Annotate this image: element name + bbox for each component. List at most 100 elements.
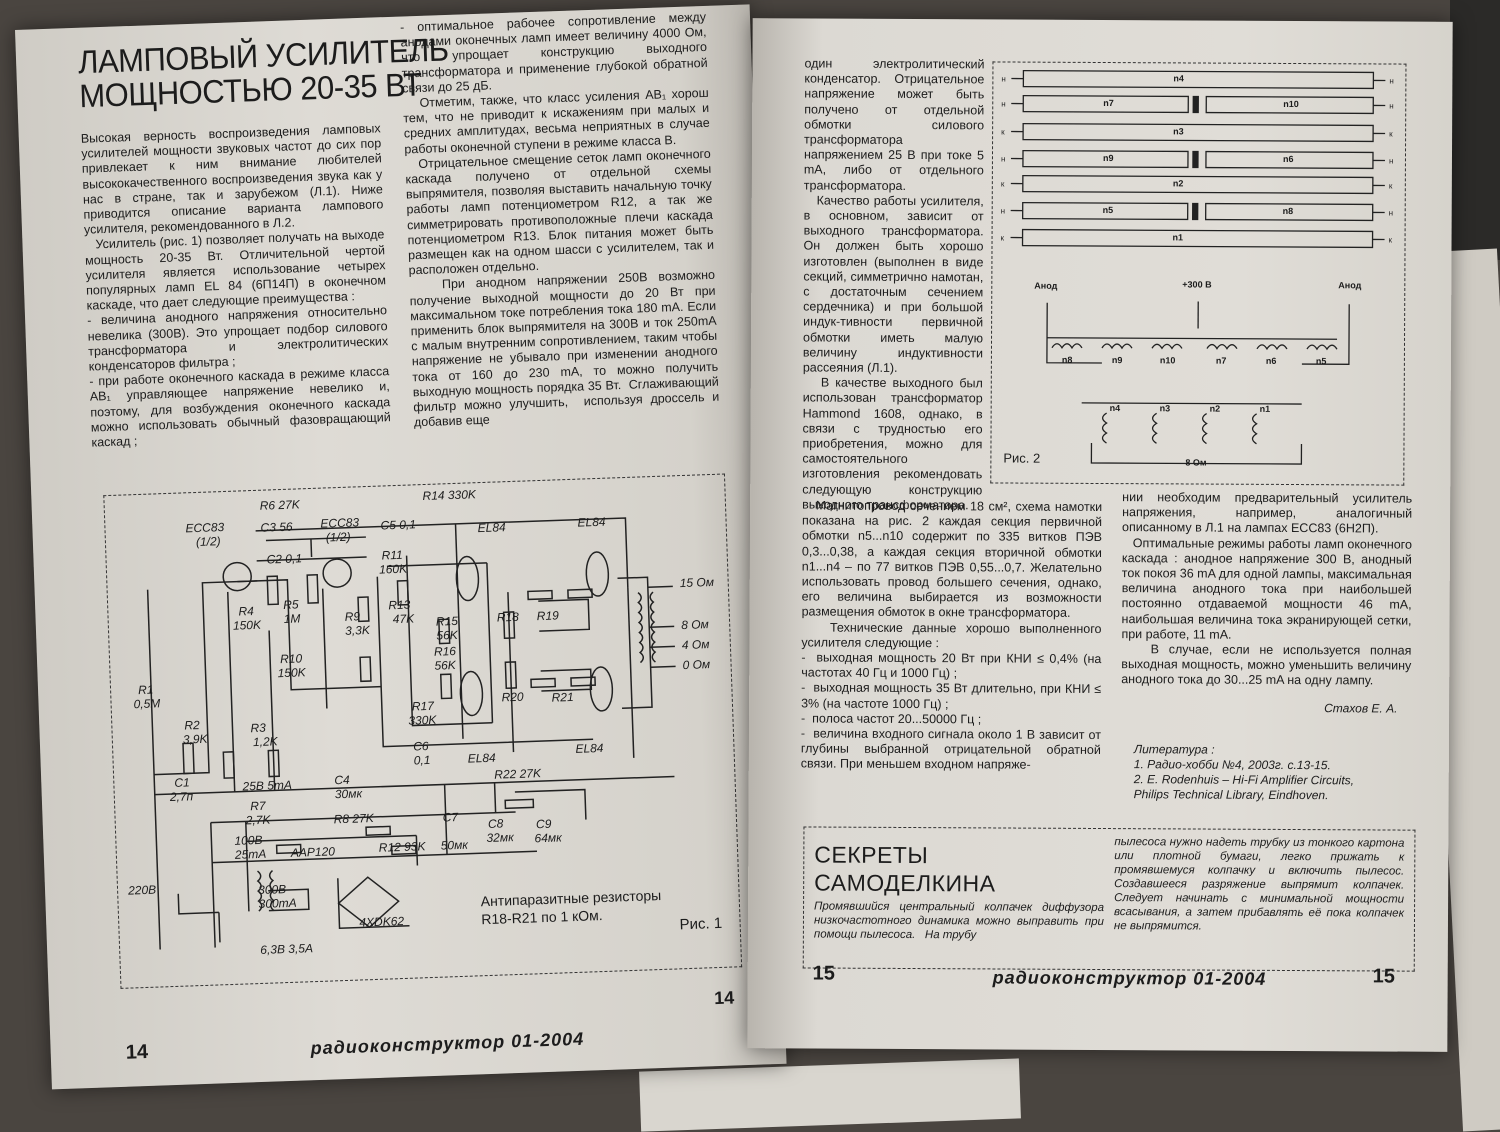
el84-bottom-left-label: EL84 (467, 751, 496, 766)
r1-label: R1 (138, 683, 154, 698)
svg-text:н: н (1001, 206, 1005, 215)
svg-text:н: н (1389, 77, 1393, 86)
r12-label: R12 93K (379, 839, 426, 855)
c5-label: C5 0,1 (380, 517, 416, 532)
r9-label: R9 (344, 609, 360, 624)
el84-top-left-label: EL84 (477, 520, 506, 535)
r17-label: R17 (412, 699, 434, 714)
magazine-brand-right: радиоконструктор 01-2004 (993, 967, 1267, 989)
svg-text:к: к (1001, 179, 1005, 188)
page-number-15-right: 15 (1373, 965, 1395, 988)
r7-value: 2,7K (245, 813, 270, 828)
ecc83-2-label: ECC83 (320, 515, 359, 530)
r15-value: 56K (436, 628, 458, 643)
page-number-inner: 14 (714, 987, 735, 1009)
section-n6-label: n6 (1266, 356, 1277, 366)
magazine-page-15: один электролитический конденсатор. Отри… (747, 18, 1452, 1052)
section-n8-label: n8 (1062, 355, 1073, 365)
section-n3-label: n3 (1160, 403, 1171, 413)
svg-text:н: н (1389, 157, 1393, 166)
figure-1-schematic: R6 27K C3 56 ECC83 (1/2) ECC83 (1/2) C5 … (103, 473, 742, 988)
r5-label: R5 (283, 597, 299, 612)
svg-text:к: к (1389, 236, 1393, 245)
winding-n3-label: n3 (1173, 126, 1184, 136)
article-column-3b: Магнитопровод сечением 18 см², схема нам… (801, 498, 1102, 773)
r13-value: 47K (393, 611, 415, 626)
mains-220v-label: 220В (128, 883, 157, 898)
r2-label: R2 (184, 718, 200, 733)
c6-value: 0,1 (413, 753, 430, 768)
winding-n4-label: n4 (1173, 73, 1184, 83)
bridge-4xdk62-label: 4XDK62 (359, 914, 404, 930)
r20-label: R20 (501, 690, 523, 705)
c3-label: C3 56 (260, 520, 293, 535)
literature-title: Литература : (1134, 742, 1215, 756)
ecc83-2-half-label: (1/2) (326, 530, 351, 545)
section-n4-label: n4 (1110, 403, 1121, 413)
supply-25ma-label: 25mA (235, 847, 267, 862)
ecc83-1-half-label: (1/2) (196, 534, 221, 549)
r11-value: 160K (379, 562, 408, 577)
output-8-ohm-label: 8 Ом (1185, 457, 1206, 467)
secrets-title-line2: САМОДЕЛКИНА (814, 870, 996, 898)
r19-label: R19 (537, 608, 559, 623)
heater-6-3v-label: 6,3В 3,5A (260, 941, 313, 957)
r18-label: R18 (497, 610, 519, 625)
r21-label: R21 (551, 690, 573, 705)
section-n1-label: n1 (1260, 404, 1271, 414)
winding-n8-label: n8 (1283, 206, 1294, 216)
literature-item-2: 2. E. Rodenhuis – Hi-Fi Amplifier Circui… (1134, 772, 1384, 803)
c8-value: 32мк (486, 830, 514, 845)
secondary-300ma-label: 300mA (258, 896, 296, 911)
magazine-page-14: ЛАМПОВЫЙ УСИЛИТЕЛЬ МОЩНОСТЬЮ 20-35 ВТ Вы… (15, 4, 787, 1089)
plus-300v-label: +300 В (1182, 279, 1211, 289)
section-n5-label: n5 (1316, 356, 1327, 366)
svg-text:к: к (1001, 233, 1005, 242)
winding-n10-label: n10 (1283, 99, 1299, 109)
el84-top-right-label: EL84 (577, 515, 606, 530)
anode-right-label: Анод (1338, 280, 1361, 290)
out-0-ohm-label: 0 Ом (682, 657, 710, 672)
c6-label: C6 (413, 739, 429, 754)
article-column-3: один электролитический конденсатор. Отри… (802, 56, 984, 513)
section-n2-label: n2 (1210, 404, 1221, 414)
supply-100v-label: 100В (234, 833, 263, 848)
article-column-1: Высокая верность воспроизведения ламповы… (81, 121, 392, 451)
section-n9-label: n9 (1112, 355, 1123, 365)
magazine-brand-left: радиоконструктор 01-2004 (310, 1029, 584, 1060)
c9-value: 64мк (534, 830, 562, 845)
r10-label: R10 (280, 651, 302, 666)
winding-n9-label: n9 (1103, 153, 1114, 163)
r14-label: R14 330K (422, 487, 476, 503)
author-name: Стахов Е. А. (1324, 701, 1397, 715)
literature-item-1: 1. Радио-хобби №4, 2003г. с.13-15. (1134, 757, 1331, 772)
section-n7-label: n7 (1216, 356, 1227, 366)
winding-n6-label: n6 (1283, 154, 1294, 164)
r8-label: R8 27K (333, 811, 373, 826)
bias-25v-label: 25В 5mA (242, 778, 292, 794)
el84-bottom-right-label: EL84 (575, 741, 604, 756)
article-column-2: - оптимальное рабочее сопротивление межд… (400, 10, 720, 431)
r22-label: R22 27K (494, 766, 541, 782)
svg-text:н: н (1389, 209, 1393, 218)
c1-label: C1 (174, 775, 190, 790)
secrets-text-2: пылесоса нужно надеть трубку из тонкого … (1114, 835, 1405, 935)
c4-value: 30мк (335, 786, 363, 801)
r11-label: R11 (381, 548, 403, 563)
aap120-label: AAP120 (291, 844, 336, 860)
c4-label: C4 (334, 773, 350, 788)
c2-label: C2 0,1 (266, 551, 302, 566)
winding-n1-label: n1 (1173, 232, 1184, 242)
r10-value: 150K (277, 665, 306, 680)
r4-label: R4 (238, 604, 254, 619)
r16-value: 56K (434, 658, 456, 673)
r5-value: 1M (283, 611, 300, 626)
page-number-15-left: 15 (813, 963, 835, 986)
r2-value: 3,9K (183, 732, 208, 747)
section-n10-label: n10 (1160, 355, 1176, 365)
c8-label: C8 (488, 816, 504, 831)
figure-1-caption: Рис. 1 (679, 915, 722, 933)
c7-value: 50мк (440, 838, 468, 853)
